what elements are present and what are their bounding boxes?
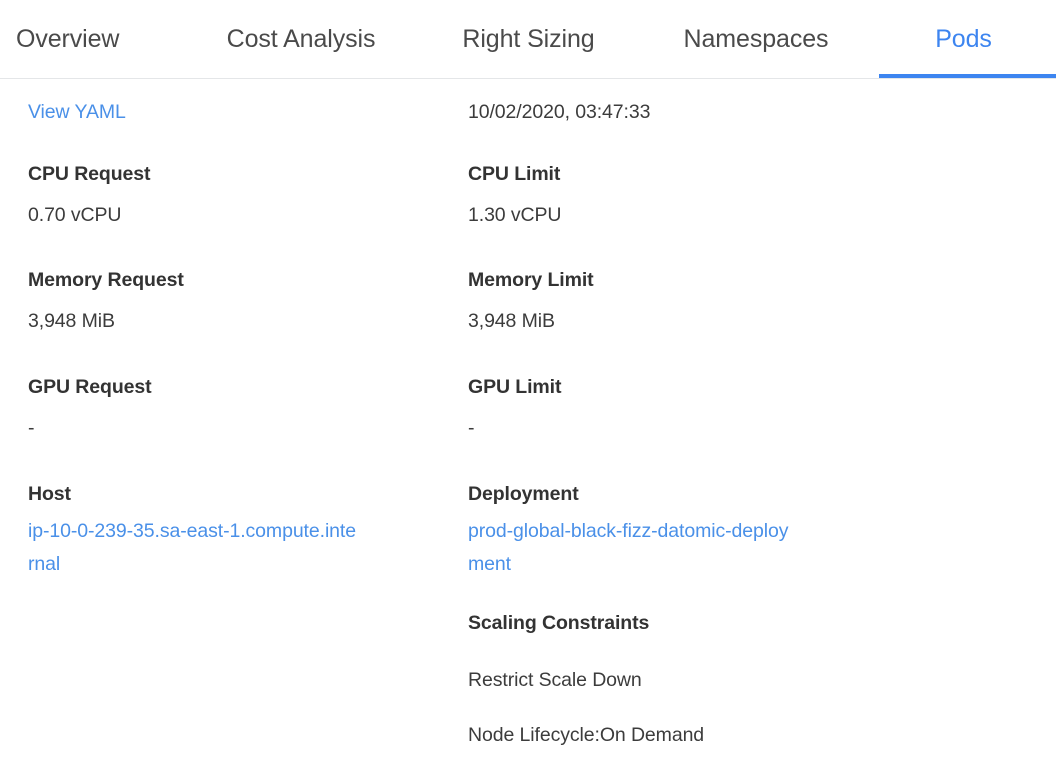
field-timestamp: 10/02/2020, 03:47:33 <box>468 100 1056 124</box>
tab-right-sizing[interactable]: Right Sizing <box>416 0 641 78</box>
cpu-request-label: CPU Request <box>28 163 151 185</box>
field-gpu-limit: GPU Limit - <box>468 375 1056 441</box>
tab-label: Pods <box>935 24 992 53</box>
field-gpu-request: GPU Request - <box>28 375 464 441</box>
deployment-label: Deployment <box>468 483 579 505</box>
field-scaling-constraints: Scaling Constraints Restrict Scale Down … <box>468 611 1056 748</box>
cpu-limit-label: CPU Limit <box>468 163 561 185</box>
field-cpu-request: CPU Request 0.70 vCPU <box>28 162 464 228</box>
host-label: Host <box>28 483 71 505</box>
detail-columns: View YAML CPU Request 0.70 vCPU Memory R… <box>0 79 1056 748</box>
tab-label: Cost Analysis <box>226 24 376 53</box>
detail-column-left: View YAML CPU Request 0.70 vCPU Memory R… <box>0 79 464 581</box>
field-memory-request: Memory Request 3,948 MiB <box>28 268 464 334</box>
tab-label: Overview <box>16 24 120 53</box>
timestamp-value: 10/02/2020, 03:47:33 <box>468 101 651 123</box>
scaling-constraints-label: Scaling Constraints <box>468 612 650 634</box>
cpu-request-value: 0.70 vCPU <box>28 204 122 226</box>
deployment-link[interactable]: prod-global-black-fizz-datomic-deploymen… <box>468 520 789 575</box>
tab-namespaces[interactable]: Namespaces <box>641 0 871 78</box>
tab-label: Right Sizing <box>462 24 595 53</box>
gpu-request-value: - <box>28 417 35 439</box>
gpu-limit-label: GPU Limit <box>468 376 562 398</box>
memory-limit-label: Memory Limit <box>468 269 594 291</box>
memory-request-label: Memory Request <box>28 269 184 291</box>
cpu-limit-value: 1.30 vCPU <box>468 204 562 226</box>
tab-cost-analysis[interactable]: Cost Analysis <box>186 0 416 78</box>
scaling-constraint-restrict-scale-down: Restrict Scale Down <box>468 669 642 691</box>
tab-label: Namespaces <box>683 24 829 53</box>
field-memory-limit: Memory Limit 3,948 MiB <box>468 268 1056 334</box>
pod-detail-panel: View YAML CPU Request 0.70 vCPU Memory R… <box>0 79 1056 748</box>
gpu-request-label: GPU Request <box>28 376 152 398</box>
detail-column-right: 10/02/2020, 03:47:33 CPU Limit 1.30 vCPU… <box>464 79 1056 748</box>
scaling-constraint-node-lifecycle: Node Lifecycle:On Demand <box>468 724 705 746</box>
memory-limit-value: 3,948 MiB <box>468 310 555 332</box>
tab-pods[interactable]: Pods <box>871 0 1056 78</box>
gpu-limit-value: - <box>468 417 475 439</box>
view-yaml-link[interactable]: View YAML <box>28 101 126 123</box>
memory-request-value: 3,948 MiB <box>28 310 115 332</box>
tab-bar: Overview Cost Analysis Right Sizing Name… <box>0 0 1056 79</box>
host-link[interactable]: ip-10-0-239-35.sa-east-1.compute.interna… <box>28 520 356 575</box>
field-host: Host ip-10-0-239-35.sa-east-1.compute.in… <box>28 482 464 581</box>
field-cpu-limit: CPU Limit 1.30 vCPU <box>468 162 1056 228</box>
field-deployment: Deployment prod-global-black-fizz-datomi… <box>468 482 1056 581</box>
tab-overview[interactable]: Overview <box>0 0 186 78</box>
field-view-yaml: View YAML <box>28 100 464 124</box>
